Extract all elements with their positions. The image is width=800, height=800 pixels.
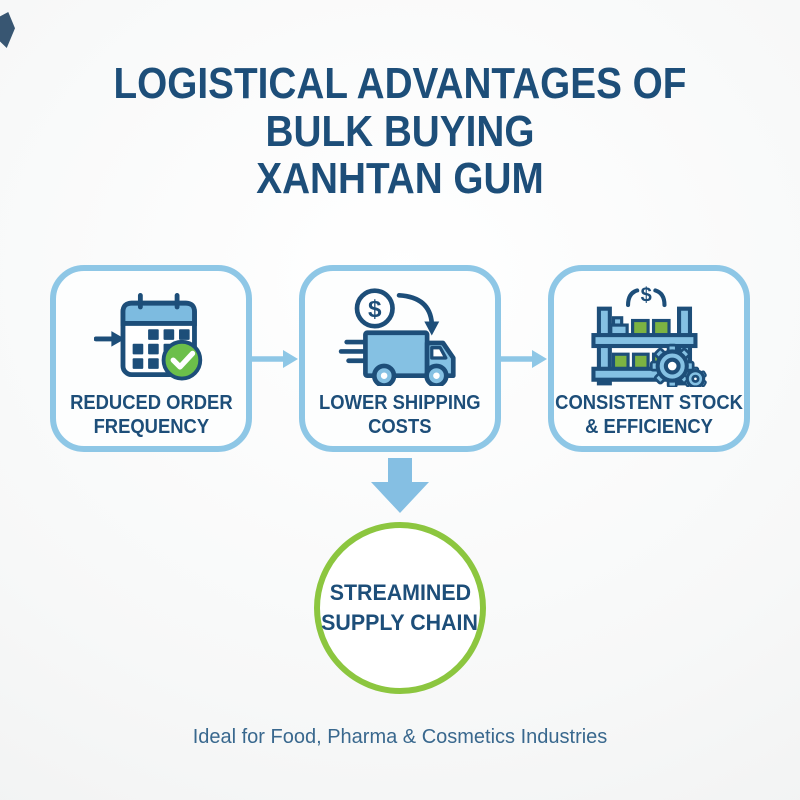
curved-arrow-icon	[396, 293, 440, 336]
check-icon	[161, 339, 203, 381]
stock-shelf-gears-icon-svg: $	[591, 285, 707, 387]
small-gear-icon	[684, 366, 707, 387]
result-line: SUPPLY CHAIN	[321, 610, 479, 635]
svg-text:$: $	[641, 285, 652, 306]
arrow-into-calendar-icon	[94, 331, 125, 347]
flow-box-label: LOWER SHIPPING COSTS	[319, 391, 481, 440]
result-circle-streamlined-supply-chain: STREAMINED SUPPLY CHAIN	[314, 522, 486, 694]
dollar-coin-icon: $	[354, 288, 395, 329]
footer-caption: Ideal for Food, Pharma & Cosmetics Indus…	[192, 726, 608, 748]
svg-text:$: $	[368, 296, 382, 323]
label-line: FREQUENCY	[93, 416, 209, 439]
flow-box-consistent-stock-efficiency: $	[548, 265, 750, 452]
corner-mark	[0, 12, 15, 48]
right-arrow-icon	[252, 350, 298, 368]
label-line: COSTS	[368, 416, 432, 439]
title-line-2: BULK BUYING	[265, 106, 535, 156]
flow-box-lower-shipping-costs: $	[299, 265, 501, 452]
calendar-check-icon-svg	[94, 293, 203, 381]
title-line-3: XANHTAN GUM	[256, 154, 544, 204]
label-line: CONSISTENT STOCK	[555, 392, 743, 414]
page-title: LOGISTICAL ADVANTAGES OF BULK BUYING XAN…	[48, 60, 752, 203]
title-line-1: LOGISTICAL ADVANTAGES OF	[113, 59, 687, 108]
dollar-sign-icon: $	[626, 285, 667, 308]
shelf-items-top	[609, 316, 671, 337]
label-line: & EFFICIENCY	[585, 416, 713, 439]
money-truck-icon: $	[338, 285, 462, 387]
truck-body	[363, 330, 456, 386]
label-line: REDUCED ORDER	[69, 392, 233, 414]
flow-box-reduced-order-frequency: REDUCED ORDER FREQUENCY	[50, 265, 252, 452]
calendar-check-icon	[94, 285, 208, 387]
label-line: LOWER SHIPPING	[319, 392, 481, 414]
speed-lines	[338, 339, 366, 364]
right-arrow-icon	[501, 350, 547, 368]
flow-box-label: CONSISTENT STOCK & EFFICIENCY	[555, 391, 743, 440]
stock-shelf-gears-icon: $	[586, 285, 712, 387]
flow-box-label: REDUCED ORDER FREQUENCY	[70, 391, 233, 440]
down-arrow-icon	[371, 458, 429, 513]
gear-icon	[649, 343, 695, 387]
result-line: STREAMINED	[329, 580, 471, 606]
money-truck-icon-svg: $	[338, 288, 456, 386]
